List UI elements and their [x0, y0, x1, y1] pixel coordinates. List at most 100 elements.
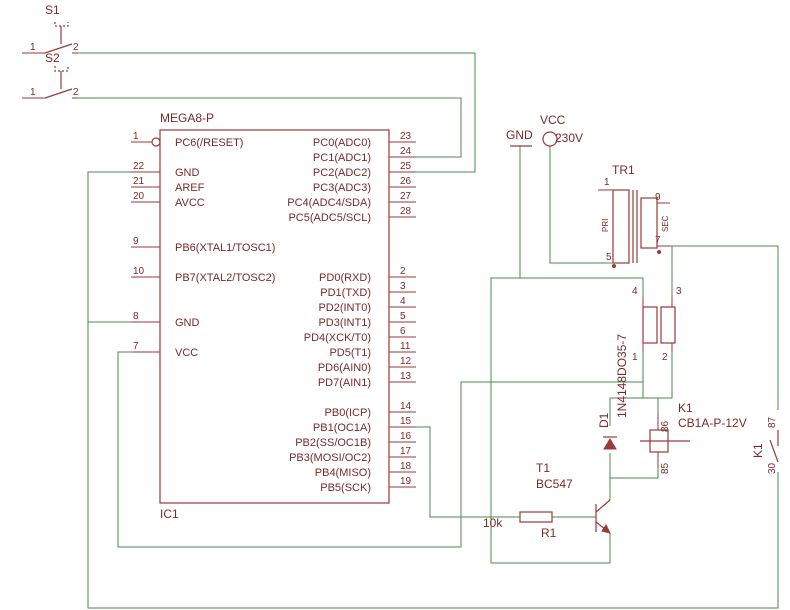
gnd-label: GND [506, 128, 533, 142]
ic-right-pin-name: PC2(ADC2) [313, 167, 371, 179]
r1-value: 10k [483, 516, 503, 530]
ic-right-pin-number: 2 [400, 266, 406, 277]
tr1-pin1: 1 [604, 177, 610, 188]
ic-right-pin-name: PD6(AIN0) [318, 362, 371, 374]
bridge-part: 1N4148DO35-7 [615, 334, 629, 418]
ic-right-pin-number: 24 [400, 146, 412, 157]
ic-right-pin-number: 27 [400, 191, 412, 202]
vcc-symbol[interactable]: VCC 230V [540, 113, 583, 147]
ic-left-pin-name: GND [175, 167, 200, 179]
ic-right-pin-number: 18 [400, 461, 412, 472]
wire-vcc-ic[interactable] [117, 351, 643, 548]
wire-vcc-tr[interactable] [549, 146, 613, 264]
ic-right-pin-name: PD2(INT0) [318, 302, 371, 314]
s1-pin2: 2 [73, 42, 79, 53]
t1-ref: T1 [536, 461, 550, 475]
wire-gnd-ic[interactable] [87, 171, 779, 609]
ic-name: MEGA8-P [160, 111, 214, 125]
wire-gnd-bridge[interactable] [520, 277, 644, 297]
ic-right-pin-name: PB0(ICP) [325, 407, 371, 419]
ic-right-pin-name: PC0(ADC0) [313, 137, 371, 149]
relay-pin85: 85 [660, 462, 671, 474]
ic-left-pin-name: AREF [175, 182, 205, 194]
s2-pin1: 1 [30, 87, 36, 98]
resistor-r1[interactable]: 10k R1 [483, 511, 557, 540]
diode-d1[interactable]: D1 [597, 412, 617, 450]
wire-sec-7[interactable] [658, 245, 779, 410]
tr1-pin9: 9 [655, 192, 661, 203]
ic-right-pin-name: PB1(OC1A) [313, 422, 371, 434]
s1-pin1: 1 [30, 42, 36, 53]
ic-right-pin-name: PC3(ADC3) [313, 182, 371, 194]
ic-right-pin-name: PD0(RXD) [319, 272, 371, 284]
r1-ref: R1 [541, 526, 557, 540]
wire-s2-pc1[interactable] [78, 97, 462, 158]
relay-contact-k1[interactable]: K1 87 30 [751, 416, 779, 474]
switch-s2[interactable]: S2 1 2 [22, 51, 79, 99]
ic-left-pin-name: AVCC [175, 197, 205, 209]
wires [78, 52, 779, 609]
ic-left-pin-name: PB7(XTAL2/TOSC2) [175, 272, 275, 284]
ic-right-pin-number: 11 [400, 341, 411, 352]
wire-bridge-relay[interactable] [657, 352, 673, 413]
wire-gnd-symbol[interactable] [490, 146, 611, 564]
bridge-pin3: 3 [676, 286, 682, 297]
contact-pin30: 30 [767, 462, 778, 474]
tr1-sec: SEC [661, 215, 670, 232]
wire-s1-pc2[interactable] [78, 52, 476, 173]
s2-label: S2 [45, 51, 60, 65]
ic-right-pin-number: 25 [400, 161, 412, 172]
transistor-t1[interactable]: T1 BC547 [536, 461, 611, 534]
t1-part: BC547 [536, 477, 573, 491]
contact-ref: K1 [751, 443, 765, 458]
bridge-pin4: 4 [632, 286, 638, 297]
vcc-voltage: 230V [555, 131, 583, 145]
tr1-pin7: 7 [655, 235, 661, 246]
ic-left-pin-name: PC6(/RESET) [175, 137, 243, 149]
wire-pb1-r1[interactable] [416, 426, 520, 518]
bridge-rectifier[interactable]: 4 3 1 2 1N4148DO35-7 [615, 286, 682, 418]
ic-right-pin-number: 4 [400, 296, 406, 307]
contact-pin87: 87 [767, 416, 778, 428]
ic-body [159, 129, 390, 504]
wire-collector[interactable] [610, 468, 659, 479]
transformer-tr1[interactable]: TR1 1 5 9 7 PRI SEC [598, 163, 670, 268]
ic-right-pin-name: PD1(TXD) [320, 287, 371, 299]
relay-k1[interactable]: K1 CB1A-P-12V 86 85 [640, 401, 747, 474]
ic-right-pin-number: 23 [400, 131, 412, 142]
tr1-pri: PRI [601, 219, 610, 232]
ic-right-pin-name: PC5(ADC5/SCL) [288, 212, 371, 224]
ic-left-pins: 1PC6(/RESET)22GND21AREF20AVCC9PB6(XTAL1/… [131, 131, 275, 359]
ic-left-pin-number: 8 [133, 311, 139, 322]
ic-left-pin-number: 22 [133, 161, 145, 172]
bridge-pin2: 2 [662, 352, 668, 363]
ic-ref: IC1 [160, 507, 179, 521]
d1-label: D1 [597, 412, 611, 428]
ic-right-pin-number: 14 [400, 401, 412, 412]
ic-right-pin-number: 19 [400, 476, 412, 487]
ic-left-pin-name: PB6(XTAL1/TOSC1) [175, 242, 275, 254]
ic-right-pin-number: 26 [400, 176, 412, 187]
ic-right-pin-name: PD4(XCK/T0) [304, 332, 371, 344]
relay-ref: K1 [678, 401, 693, 415]
ic-right-pin-name: PD5(T1) [329, 347, 371, 359]
bridge-pin1: 1 [632, 352, 638, 363]
ic-right-pin-name: PC1(ADC1) [313, 152, 371, 164]
gnd-symbol[interactable]: GND [506, 128, 533, 147]
ic-right-pins: 23PC0(ADC0)24PC1(ADC1)25PC2(ADC2)26PC3(A… [287, 131, 416, 494]
ic1-mega8[interactable]: MEGA8-P IC1 1PC6(/RESET)22GND21AREF20AVC… [131, 111, 416, 521]
relay-part: CB1A-P-12V [678, 416, 747, 430]
ic-left-pin-number: 9 [133, 236, 139, 247]
ic-left-pin-number: 21 [133, 176, 145, 187]
reset-inverter-dot [151, 137, 161, 147]
vcc-label: VCC [540, 113, 566, 127]
s2-pin2: 2 [73, 87, 79, 98]
ic-right-pin-number: 16 [400, 431, 412, 442]
ic-right-pin-number: 12 [400, 356, 412, 367]
tr1-pin5: 5 [606, 252, 612, 263]
ic-right-pin-number: 15 [400, 416, 412, 427]
ic-right-pin-name: PD7(AIN1) [318, 377, 371, 389]
switch-s1[interactable]: S1 1 2 [22, 3, 79, 54]
ic-left-pin-number: 7 [133, 341, 139, 352]
